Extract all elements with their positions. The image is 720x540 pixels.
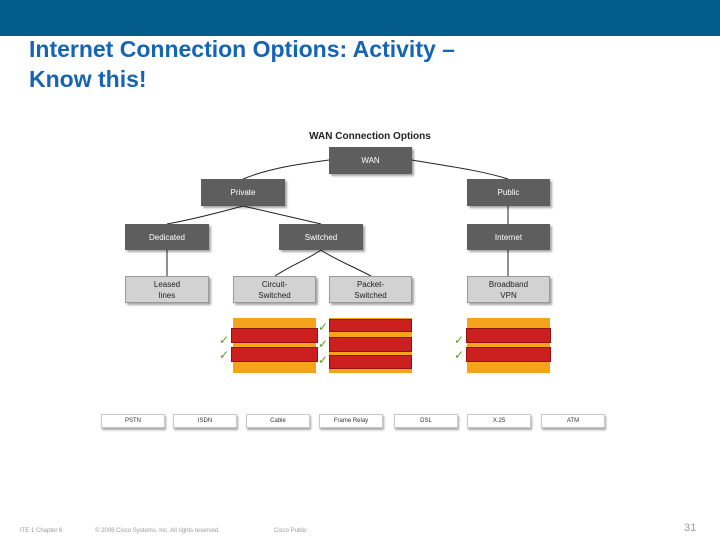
answer-bar-packet-2 (329, 337, 412, 352)
node-broadband-vpn-line-2: VPN (500, 290, 517, 300)
check-icon: ✓ (318, 353, 329, 367)
answer-bar-circuit-1 (231, 328, 318, 343)
check-icon: ✓ (454, 348, 465, 362)
check-icon: ✓ (318, 320, 329, 334)
answer-bar-broadband-1 (466, 328, 551, 343)
node-broadband-vpn: Broadband VPN (467, 276, 550, 303)
option-tile-pstn[interactable]: PSTN (101, 414, 165, 428)
node-leased-lines-line-1: Leased (153, 279, 181, 289)
node-circuit-switched: Circuit- Switched (233, 276, 316, 303)
node-leased-lines: Leased lines (125, 276, 209, 303)
check-icon: ✓ (219, 348, 230, 362)
node-broadband-vpn-line-1: Broadband (488, 279, 529, 289)
answer-box-broadband (467, 318, 550, 373)
node-leased-lines-line-2: lines (158, 290, 176, 300)
answer-box-circuit (233, 318, 316, 373)
option-tile-cable[interactable]: Cable (246, 414, 310, 428)
footer-course: ITE 1 Chapter 6 (20, 528, 63, 534)
node-wan: WAN (329, 147, 412, 174)
slide-title: Internet Connection Options: Activity – … (29, 34, 455, 94)
option-tile-isdn[interactable]: ISDN (173, 414, 237, 428)
slide-title-line-1: Internet Connection Options: Activity – (29, 36, 455, 62)
answer-bar-packet-3 (329, 355, 412, 369)
option-tile-atm[interactable]: ATM (541, 414, 605, 428)
node-dedicated: Dedicated (125, 224, 209, 250)
answer-bar-broadband-2 (466, 347, 551, 362)
option-tile-dsl[interactable]: DSL (394, 414, 458, 428)
node-circuit-switched-line-2: Switched (258, 290, 291, 300)
node-packet-switched: Packet- Switched (329, 276, 412, 303)
answer-bar-packet-1 (329, 319, 412, 332)
node-private: Private (201, 179, 285, 206)
check-icon: ✓ (318, 337, 329, 351)
page-number: 31 (684, 522, 697, 534)
footer-copyright: © 2006 Cisco Systems, Inc. All rights re… (95, 528, 220, 534)
node-internet: Internet (467, 224, 550, 250)
check-icon: ✓ (454, 333, 465, 347)
node-packet-switched-line-2: Switched (354, 290, 387, 300)
footer-classification: Cisco Public (274, 528, 308, 534)
diagram-heading: WAN Connection Options (309, 131, 431, 142)
node-switched: Switched (279, 224, 363, 250)
node-public: Public (467, 179, 550, 206)
option-tile-x25[interactable]: X.25 (467, 414, 531, 428)
node-packet-switched-line-1: Packet- (356, 279, 385, 289)
node-circuit-switched-line-1: Circuit- (261, 279, 288, 289)
check-icon: ✓ (219, 333, 230, 347)
top-banner (0, 0, 720, 36)
option-tile-frame-relay[interactable]: Frame Relay (319, 414, 383, 428)
answer-bar-circuit-2 (231, 347, 318, 362)
slide-title-line-2: Know this! (29, 66, 147, 92)
